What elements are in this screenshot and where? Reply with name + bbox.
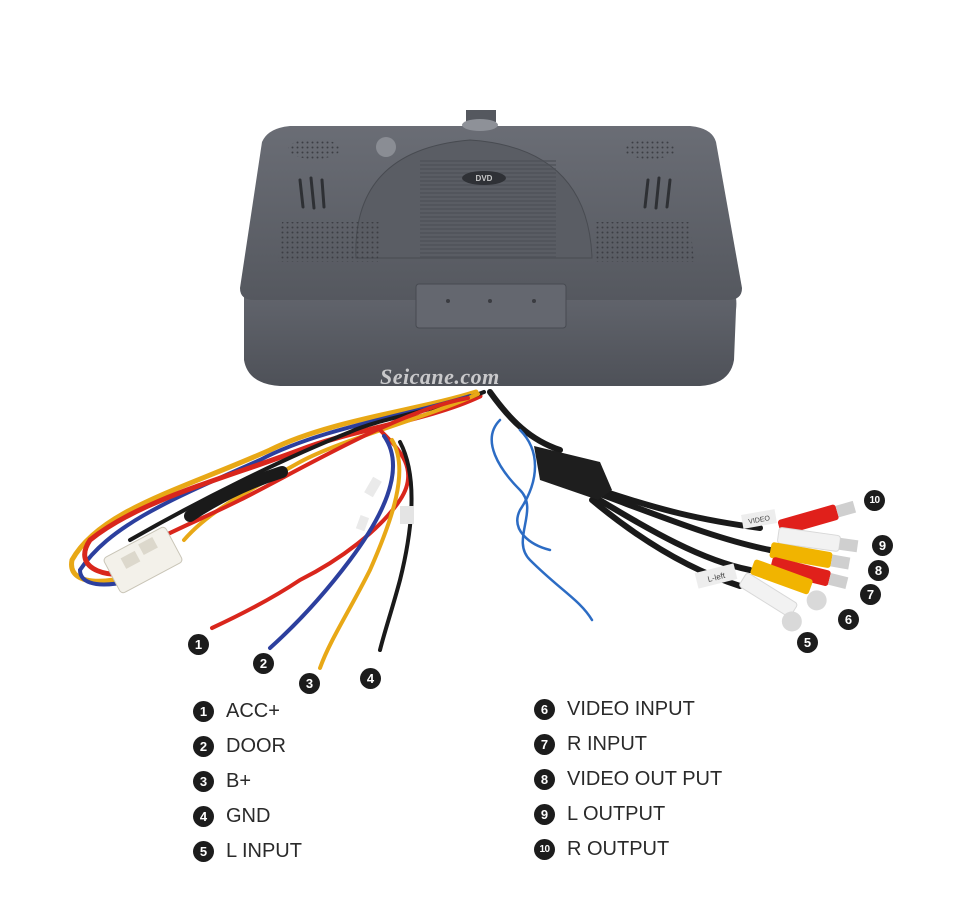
callout-2: 2 — [253, 653, 274, 674]
callout-6: 6 — [838, 609, 859, 630]
cable-tags: L-left VIDEO — [694, 509, 777, 589]
legend-item-r-output: 10 R OUTPUT — [534, 832, 722, 867]
top-tab — [466, 110, 496, 122]
legend-badge: 1 — [193, 701, 214, 722]
legend-badge: 9 — [534, 804, 555, 825]
legend-label: L INPUT — [226, 840, 302, 862]
housing-base — [244, 290, 737, 386]
legend-item-acc: 1 ACC+ — [193, 694, 302, 729]
legend-label: DOOR — [226, 735, 286, 757]
legend-badge: 3 — [193, 771, 214, 792]
legend-item-video-output: 8 VIDEO OUT PUT — [534, 762, 722, 797]
legend-item-l-output: 9 L OUTPUT — [534, 797, 722, 832]
legend-badge: 5 — [193, 841, 214, 862]
disc-slot-cover — [415, 283, 567, 329]
callout-4: 4 — [360, 668, 381, 689]
legend-right: 6 VIDEO INPUT 7 R INPUT 8 VIDEO OUT PUT 9 L … — [534, 692, 722, 867]
callout-5: 5 — [797, 632, 818, 653]
legend-badge: 8 — [534, 769, 555, 790]
av-harness — [487, 389, 773, 622]
breakout-block — [534, 446, 612, 500]
legend-badge: 6 — [534, 699, 555, 720]
legend-item-door: 2 DOOR — [193, 729, 302, 764]
rca-plugs — [739, 500, 859, 632]
legend-item-video-input: 6 VIDEO INPUT — [534, 692, 722, 727]
wire-sleeve — [184, 466, 288, 522]
legend-label: VIDEO OUT PUT — [567, 768, 723, 790]
dvd-logo-badge — [462, 171, 506, 185]
callout-9: 9 — [872, 535, 893, 556]
legend-label: R INPUT — [567, 733, 647, 755]
dome-light — [376, 137, 396, 157]
legend-label: B+ — [226, 770, 252, 792]
legend-item-l-input: 5 L INPUT — [193, 834, 302, 869]
legend-label: VIDEO INPUT — [567, 698, 695, 720]
rca-l-input — [739, 572, 802, 632]
legend-badge: 4 — [193, 806, 214, 827]
watermark: Seicane.com — [380, 364, 500, 389]
svg-text:L-left: L-left — [707, 571, 727, 584]
legend-label: GND — [226, 805, 271, 827]
callout-3: 3 — [299, 673, 320, 694]
legend-label: R OUTPUT — [567, 838, 670, 860]
rca-video-output — [769, 542, 851, 570]
power-harness — [69, 389, 486, 670]
legend-label: L OUTPUT — [567, 803, 666, 825]
legend-item-b-plus: 3 B+ — [193, 764, 302, 799]
legend-badge: 10 — [534, 839, 555, 860]
callout-7: 7 — [860, 584, 881, 605]
callout-10: 10 — [864, 490, 885, 511]
legend-badge: 2 — [193, 736, 214, 757]
legend-label: ACC+ — [226, 700, 280, 722]
top-button — [462, 119, 498, 131]
legend-badge: 7 — [534, 734, 555, 755]
svg-text:VIDEO: VIDEO — [748, 515, 771, 526]
rca-r-input — [769, 557, 849, 590]
dvd-logo: DVD — [476, 174, 493, 183]
rca-l-output — [777, 527, 859, 553]
monitor-housing: DVD — [240, 110, 742, 386]
legend-item-r-input: 7 R INPUT — [534, 727, 722, 762]
callout-8: 8 — [868, 560, 889, 581]
rca-r-output — [777, 500, 857, 536]
callout-1: 1 — [188, 634, 209, 655]
power-connector — [103, 526, 183, 594]
rca-video-input — [750, 559, 827, 611]
legend-item-gnd: 4 GND — [193, 799, 302, 834]
legend-left: 1 ACC+ 2 DOOR 3 B+ 4 GND 5 L INPUT — [193, 694, 302, 869]
